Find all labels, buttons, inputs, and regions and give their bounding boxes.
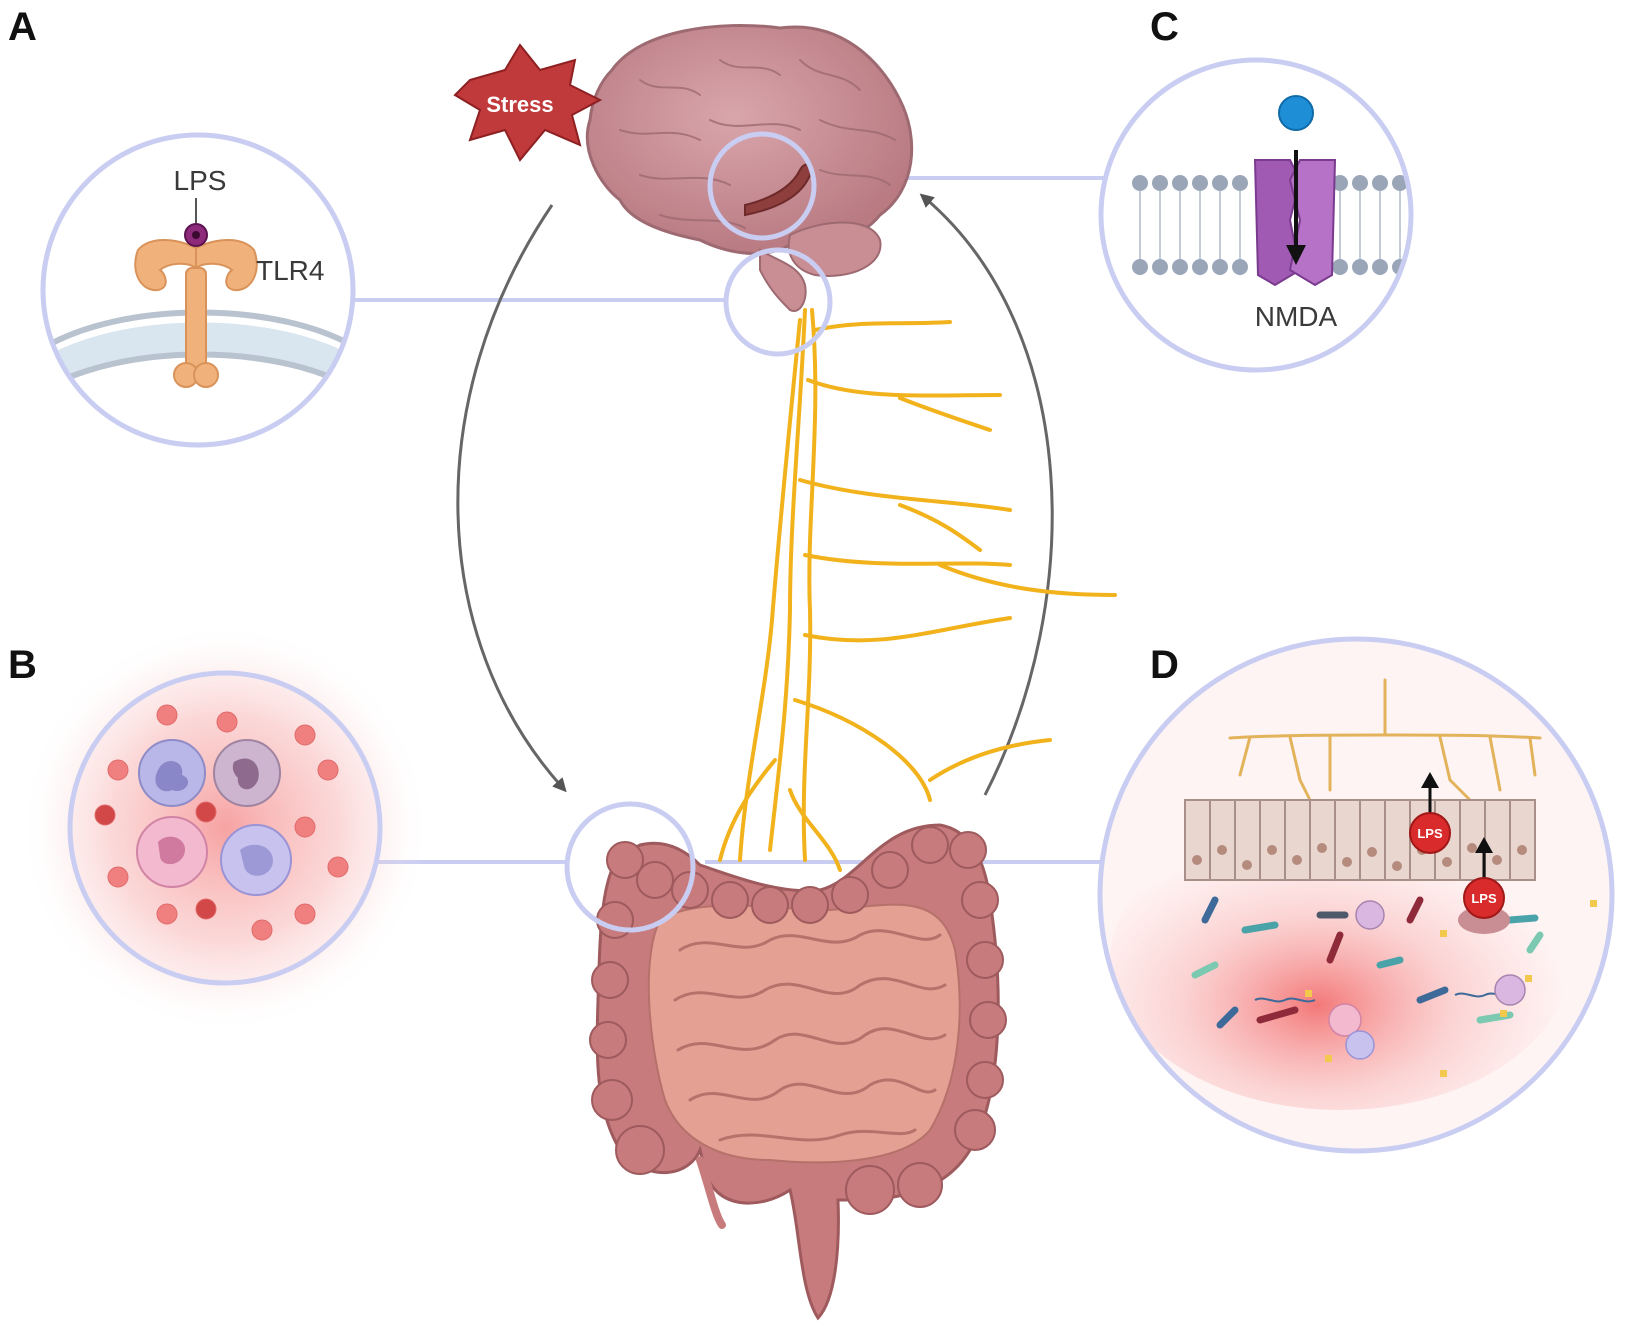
brain-to-gut-arrow: [456, 204, 567, 793]
gut-bacteria: [1191, 896, 1544, 1029]
panel-letter-a: A: [8, 5, 37, 49]
brainstem: [759, 248, 807, 312]
immune-cells-d: [1328, 900, 1526, 1060]
panel-c: NMDA: [1098, 57, 1414, 373]
focus-ring-brainstem: [723, 247, 833, 357]
lps-badge-2: LPS: [1471, 891, 1497, 906]
axis-arrows: [456, 193, 1054, 796]
cerebrum: [585, 23, 914, 255]
stress-label: Stress: [486, 92, 553, 117]
lps-label: LPS: [174, 165, 227, 196]
small-intestine: [647, 903, 961, 1164]
ligand-molecule: [1278, 95, 1314, 131]
cytokine-squares: [1305, 900, 1597, 1077]
panel-a: LPS TLR4: [40, 132, 356, 448]
focus-ring-gut: [564, 801, 696, 933]
gut-to-brain-arrow: [919, 193, 1054, 796]
stress-burst-icon: Stress: [453, 43, 603, 162]
lymphocyte-icon: [220, 824, 292, 896]
cerebellum: [787, 221, 882, 277]
panel-d: LPS LPS: [1097, 636, 1615, 1154]
focus-ring-hippocampus: [707, 131, 817, 241]
monocyte-icon: [213, 739, 281, 807]
panel-letter-b: B: [8, 643, 37, 687]
callout-ring-c: [1098, 57, 1414, 373]
panel-b: [20, 623, 430, 1033]
callout-ring-b: [67, 670, 383, 986]
callout-ring-a: [40, 132, 356, 448]
tlr4-label: TLR4: [256, 255, 324, 286]
focus-rings: [564, 131, 833, 933]
callout-ring-d: [1097, 636, 1615, 1154]
enteric-nerve: [1228, 678, 1542, 802]
neutrophil-icon: [138, 739, 206, 807]
panel-letter-d: D: [1150, 643, 1179, 687]
lps-badge-1: LPS: [1417, 826, 1443, 841]
brain-icon: [585, 23, 914, 312]
lps-translocation-1: LPS: [1409, 772, 1451, 854]
appendix: [696, 1156, 726, 1229]
intestine-icon: [589, 823, 1007, 1321]
eosinophil-icon: [136, 816, 208, 888]
nmda-label: NMDA: [1255, 301, 1338, 332]
cytokine-dots: [94, 704, 349, 941]
callout-connectors: [353, 176, 1134, 864]
tlr4-receptor-icon: [134, 239, 258, 388]
panel-letter-c: C: [1150, 5, 1179, 49]
lps-translocation-2: LPS: [1458, 837, 1510, 934]
vagus-nerve-icon: [718, 308, 1117, 872]
